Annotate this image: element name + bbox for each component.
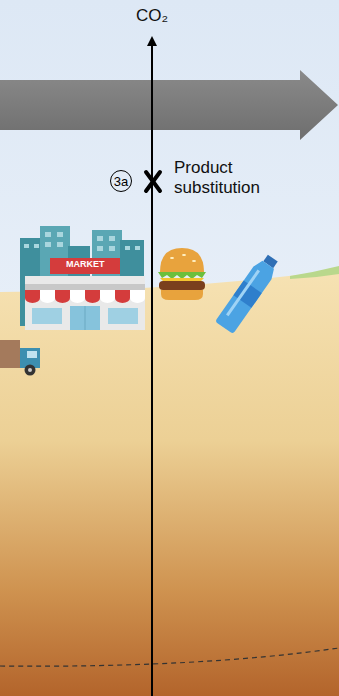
market-store (25, 258, 145, 330)
co2-axis (147, 36, 157, 696)
callout-number: 3a (114, 175, 128, 188)
dashed-boundary (0, 648, 339, 666)
water-bottle (215, 252, 282, 334)
callout-circle: 3a (110, 170, 132, 192)
grass (290, 266, 339, 279)
cross-marker (146, 172, 160, 191)
truck (0, 340, 40, 376)
store-sign: MARKET (66, 259, 105, 269)
burger (158, 248, 206, 300)
ground (0, 270, 339, 696)
axis-label: CO₂ (136, 6, 168, 26)
flow-arrow (0, 70, 338, 140)
callout-text: Product substitution (174, 158, 286, 197)
